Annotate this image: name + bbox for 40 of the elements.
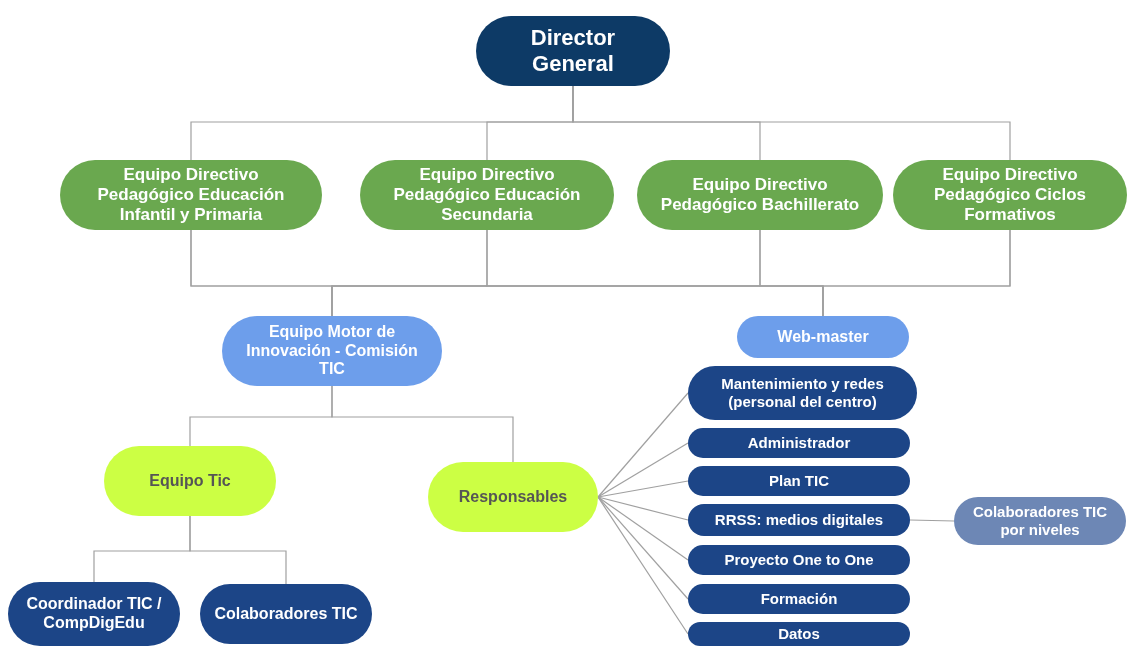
- role-pill: [688, 622, 910, 646]
- connector-line: [597, 480, 689, 498]
- role-pill: [688, 466, 910, 496]
- role-label: Formación: [760, 590, 838, 608]
- role-label: Administrador: [747, 434, 851, 452]
- role-label: Equipo Motor de Innovación - Comisión TIC: [245, 322, 419, 380]
- role-label: Coordinador TIC / CompDigEdu: [25, 595, 163, 633]
- role-label: Responsables: [458, 487, 568, 507]
- role-label: Equipo Tic: [149, 471, 231, 491]
- role-pill: [737, 316, 909, 358]
- role-label: Web-master: [777, 327, 869, 347]
- role-label: Mantenimiento y redes (personal del centro): [720, 375, 885, 411]
- connector-line: [597, 442, 689, 498]
- connector-line: [597, 392, 689, 498]
- role-pill: [688, 366, 917, 420]
- role-label: Proyecto One to One: [724, 551, 874, 569]
- connector-line: [597, 496, 689, 561]
- role-label: Director General: [529, 25, 617, 77]
- role-label: Equipo Directivo Pedagógico Educación Secundaria: [392, 164, 582, 226]
- connector-line: [822, 229, 1011, 317]
- role-label: Colaboradores TIC: [214, 604, 358, 624]
- role-pill: [688, 545, 910, 575]
- role-label: Datos: [778, 625, 820, 643]
- role-label: Plan TIC: [769, 472, 829, 490]
- connector-line: [597, 496, 689, 521]
- connector-line: [189, 515, 287, 585]
- connector-line: [331, 385, 514, 463]
- connector-line: [597, 496, 689, 600]
- role-pill: [688, 428, 910, 458]
- role-label: Equipo Directivo Pedagógico Ciclos Formativos: [932, 164, 1088, 226]
- role-label: Equipo Directivo Pedagógico Bachillerato: [659, 174, 861, 216]
- role-pill: [688, 584, 910, 614]
- role-label: Colaboradores TIC por niveles: [971, 503, 1109, 539]
- connector-line: [597, 496, 689, 635]
- role-pill: [200, 584, 372, 644]
- role-pill: [954, 497, 1126, 545]
- connector-line: [909, 519, 955, 522]
- role-label: Equipo Directivo Pedagógico Educación Infantil y Primaria: [96, 164, 286, 226]
- role-pill: [688, 504, 910, 536]
- role-label: RRSS: medios digitales: [714, 511, 884, 529]
